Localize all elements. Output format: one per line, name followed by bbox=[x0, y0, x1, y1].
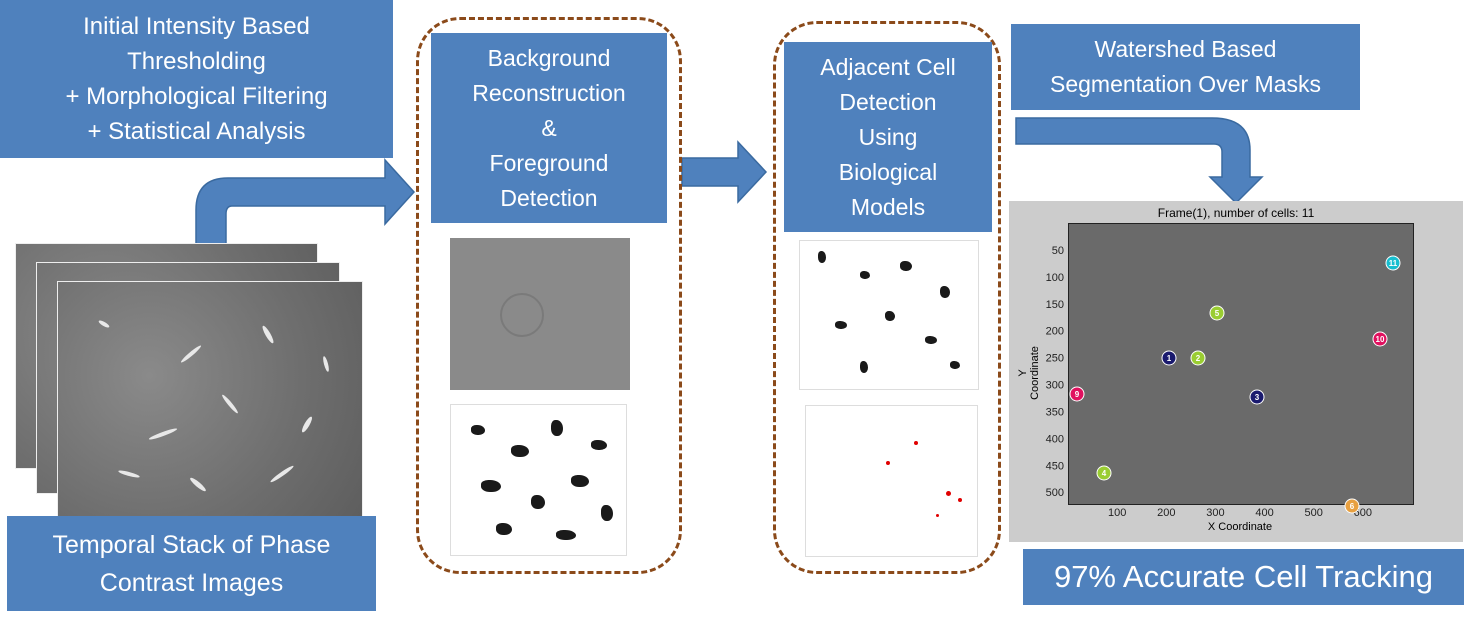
background-group-frame bbox=[416, 17, 682, 574]
cell-marker bbox=[1344, 498, 1360, 514]
cell-marker bbox=[1385, 255, 1401, 271]
cell-marker-label: 1 bbox=[1167, 354, 1172, 363]
thresholding-step-box: Initial Intensity Based Thresholding + M… bbox=[0, 0, 393, 158]
adjacent-mask-image bbox=[799, 240, 979, 390]
y-tick-label: 500 bbox=[1046, 487, 1064, 499]
y-tick-label: 250 bbox=[1046, 353, 1064, 365]
adjacent-group-frame bbox=[773, 21, 1001, 574]
cell-marker bbox=[1190, 350, 1206, 366]
y-tick-label: 300 bbox=[1046, 380, 1064, 392]
result-caption-label: 97% Accurate Cell Tracking bbox=[1053, 559, 1434, 594]
adjacent-step-box: Adjacent Cell Detection Using Biological… bbox=[784, 42, 992, 232]
background-step-box: Background Reconstruction & Foreground D… bbox=[431, 33, 667, 223]
y-tick-label: 50 bbox=[1052, 245, 1064, 257]
x-tick-label: 200 bbox=[1157, 507, 1175, 519]
foreground-mask-image bbox=[450, 404, 627, 556]
x-tick-label: 500 bbox=[1305, 507, 1323, 519]
y-tick-label: 200 bbox=[1046, 326, 1064, 338]
arrow-background-to-adjacent bbox=[681, 140, 768, 204]
cell-marker-label: 6 bbox=[1350, 502, 1355, 511]
y-tick-label: 400 bbox=[1046, 433, 1064, 445]
background-reconstruction-image bbox=[450, 238, 630, 390]
tracking-plot-title: Frame(1), number of cells: 11 bbox=[1157, 206, 1315, 220]
watershed-step-label: Watershed Based Segmentation Over Masks bbox=[1049, 36, 1321, 97]
cell-marker-label: 3 bbox=[1255, 393, 1260, 402]
y-tick-label: 100 bbox=[1046, 272, 1064, 284]
cell-marker-label: 10 bbox=[1376, 335, 1385, 344]
cell-marker-label: 5 bbox=[1215, 309, 1220, 318]
cell-marker bbox=[1249, 389, 1265, 405]
phase-image-front bbox=[57, 281, 363, 517]
stack-caption-box: Temporal Stack of Phase Contrast Images bbox=[7, 516, 376, 611]
y-tick-label: 150 bbox=[1046, 299, 1064, 311]
x-tick-label: 300 bbox=[1206, 507, 1224, 519]
adjacent-overlap-image bbox=[805, 405, 978, 557]
cell-marker-label: 9 bbox=[1075, 390, 1080, 399]
tracking-plot-area bbox=[1068, 223, 1414, 505]
cell-marker-label: 4 bbox=[1102, 469, 1107, 478]
x-tick-label: 400 bbox=[1255, 507, 1273, 519]
cell-marker bbox=[1069, 386, 1085, 402]
watershed-step-box: Watershed Based Segmentation Over Masks bbox=[1011, 24, 1360, 110]
y-tick-label: 450 bbox=[1046, 460, 1064, 472]
stack-caption-label: Temporal Stack of Phase Contrast Images bbox=[52, 530, 331, 597]
x-tick-label: 100 bbox=[1108, 507, 1126, 519]
adjacent-step-label: Adjacent Cell Detection Using Biological… bbox=[820, 53, 956, 220]
tracking-figure: Frame(1), number of cells: 11 X Coordina… bbox=[1009, 201, 1463, 542]
tracking-x-axis-label: X Coordinate bbox=[1207, 521, 1273, 533]
cell-marker-label: 11 bbox=[1389, 259, 1398, 268]
arrow-watershed-to-tracking bbox=[1015, 117, 1264, 205]
background-step-label: Background Reconstruction & Foreground D… bbox=[472, 44, 626, 211]
cell-marker bbox=[1209, 305, 1225, 321]
arrow-stack-to-background bbox=[195, 158, 416, 246]
y-tick-label: 350 bbox=[1046, 406, 1064, 418]
thresholding-step-label: Initial Intensity Based Thresholding + M… bbox=[65, 13, 328, 145]
result-caption-box: 97% Accurate Cell Tracking bbox=[1023, 549, 1464, 605]
cell-marker-label: 2 bbox=[1196, 354, 1201, 363]
cell-marker bbox=[1096, 465, 1112, 481]
cell-marker bbox=[1161, 350, 1177, 366]
cell-marker bbox=[1372, 331, 1388, 347]
